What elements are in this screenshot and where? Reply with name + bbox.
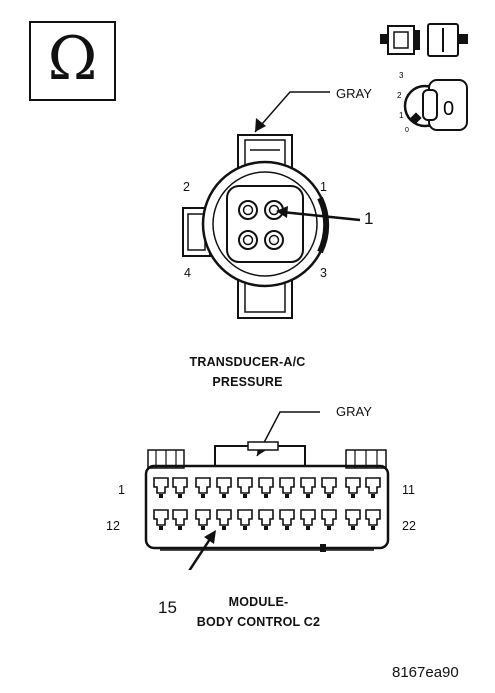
- transducer-pin-label-2: 2: [183, 180, 190, 194]
- ohm-icon: Ω: [47, 24, 98, 94]
- module-pin-label-11: 11: [402, 483, 415, 497]
- transducer-connector-face: [182, 91, 361, 319]
- module-title-line1: MODULE-: [228, 595, 289, 609]
- module-pin-label-1: 1: [118, 483, 125, 497]
- transducer-pin-label-3: 3: [320, 266, 327, 280]
- module-pin-label-12: 12: [106, 519, 120, 533]
- key-position-0: 0: [405, 127, 409, 134]
- figure-id: 8167ea90: [392, 664, 459, 681]
- module-callout: 15: [158, 598, 177, 617]
- transducer-title-line1: TRANSDUCER-A/C: [189, 355, 306, 369]
- transducer-pin-label-1: 1: [320, 180, 327, 194]
- transducer-wire-color-label: GRAY: [336, 86, 372, 101]
- key-face-label: 0: [443, 98, 454, 120]
- module-pin-label-22: 22: [402, 519, 416, 533]
- ohmmeter-symbol-box: Ω: [29, 21, 116, 101]
- key-position-2: 2: [397, 91, 402, 100]
- transducer-title-line2: PRESSURE: [212, 375, 283, 389]
- disconnected-connector-icon: [380, 23, 468, 57]
- module-connector-face: [144, 411, 390, 570]
- module-wire-color-label: GRAY: [336, 404, 372, 419]
- key-position-1: 1: [399, 111, 404, 120]
- transducer-callout: 1: [364, 209, 374, 228]
- ignition-key-off-icon: 3 2 1 0 0: [397, 71, 468, 134]
- module-title-line2: BODY CONTROL C2: [196, 615, 321, 629]
- key-position-3: 3: [399, 71, 404, 80]
- transducer-pin-label-4: 4: [184, 266, 191, 280]
